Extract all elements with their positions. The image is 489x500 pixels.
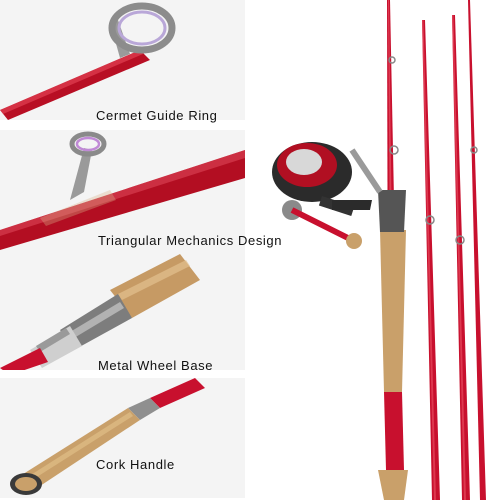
feature-caption-2: Triangular Mechanics Design xyxy=(98,233,283,248)
wheel-base-photo xyxy=(0,250,245,370)
feature-caption-3: Metal Wheel Base xyxy=(98,358,214,373)
spinning-reel xyxy=(272,142,383,249)
rod-and-reel-photo xyxy=(262,0,489,500)
guide-ring-photo xyxy=(0,0,245,120)
feature-caption-1: Cermet Guide Ring xyxy=(96,108,218,123)
feature-caption-4: Cork Handle xyxy=(96,457,175,472)
triangular-design-photo xyxy=(0,130,245,250)
cork-handle-photo xyxy=(0,378,245,498)
